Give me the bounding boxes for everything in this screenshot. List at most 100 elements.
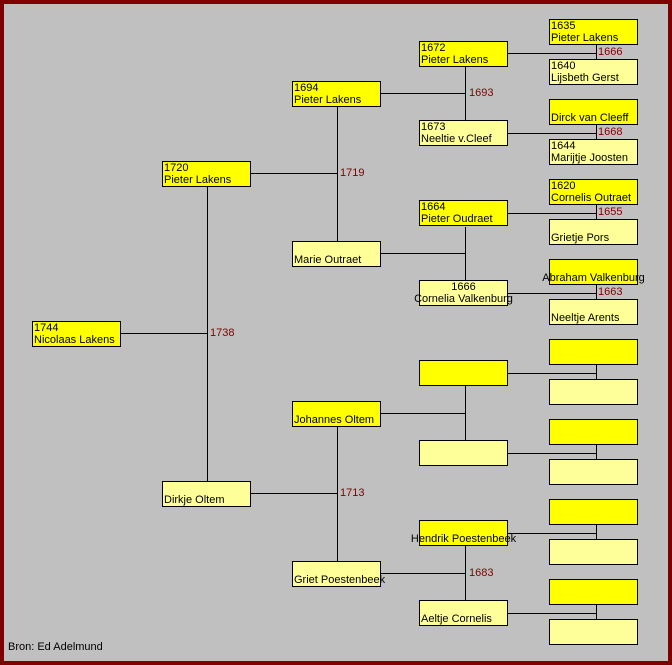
person-birth-year — [550, 540, 637, 552]
person-name: Neeltje Arents — [551, 312, 620, 324]
marriage-year: 1693 — [469, 87, 494, 99]
person-birth-year — [293, 562, 380, 574]
person-birth-year — [420, 601, 507, 613]
person-birth-year: 1694 — [294, 82, 319, 94]
person-name: Cornelis Outraet — [551, 192, 632, 204]
person-birth-year: 1672 — [421, 42, 446, 54]
source-credit: Bron: Ed Adelmund — [8, 641, 103, 653]
person-birth-year: 1744 — [34, 322, 59, 334]
person-name: Pieter Lakens — [164, 174, 232, 186]
person-name: Pieter Oudraet — [421, 213, 493, 225]
marriage-year: 1668 — [598, 126, 623, 138]
person-birth-year — [550, 420, 637, 432]
person-birth-year — [420, 441, 507, 453]
person-birth-year — [530, 260, 657, 272]
person-name — [420, 453, 507, 465]
person-name — [550, 352, 637, 364]
person-birth-year — [163, 482, 250, 494]
person-name: Neeltie v.Cleef — [421, 133, 492, 145]
person-name: Pieter Lakens — [294, 94, 362, 106]
person-birth-year — [550, 220, 637, 232]
person-birth-year: 1644 — [551, 140, 576, 152]
person-birth-year — [400, 521, 527, 533]
person-birth-year — [550, 580, 637, 592]
person-birth-year — [550, 340, 637, 352]
person-birth-year: 1640 — [551, 60, 576, 72]
person-box-male[interactable] — [549, 499, 638, 525]
person-box-male[interactable]: Hendrik Poestenbeek — [411, 520, 516, 546]
person-box-female[interactable]: Dirkje Oltem — [162, 481, 251, 507]
person-birth-year — [420, 361, 507, 373]
person-name: Griet Poestenbeek — [294, 574, 386, 586]
person-birth-year — [550, 460, 637, 472]
person-name: Pieter Lakens — [421, 54, 489, 66]
person-box-female[interactable] — [419, 440, 508, 466]
person-name: Lijsbeth Gerst — [551, 72, 619, 84]
person-birth-year — [293, 242, 380, 254]
person-box-female[interactable]: Neeltje Arents — [549, 299, 638, 325]
marriage-year: 1738 — [210, 327, 235, 339]
person-name: Nicolaas Lakens — [34, 334, 115, 346]
person-name — [550, 432, 637, 444]
person-box-female[interactable]: Griet Poestenbeek — [292, 561, 386, 587]
person-name — [550, 632, 637, 644]
person-box-female[interactable] — [549, 459, 638, 485]
person-box-male[interactable]: Dirck van Cleeff — [549, 99, 638, 125]
person-box-female[interactable]: Marie Outraet — [292, 241, 381, 267]
person-name: Pieter Lakens — [551, 32, 619, 44]
marriage-year: 1683 — [469, 567, 494, 579]
person-box-male[interactable]: Abraham Valkenburg — [542, 259, 645, 285]
marriage-year: 1655 — [598, 206, 623, 218]
person-birth-year: 1666 — [451, 281, 476, 293]
person-name: Hendrik Poestenbeek — [410, 533, 517, 545]
person-box-male[interactable] — [549, 579, 638, 605]
person-birth-year: 1673 — [421, 121, 446, 133]
person-box-female[interactable] — [549, 379, 638, 405]
person-box-male[interactable]: Johannes Oltem — [292, 401, 381, 427]
person-birth-year — [550, 300, 637, 312]
person-box-male[interactable] — [549, 419, 638, 445]
person-birth-year — [293, 402, 380, 414]
person-name: Grietje Pors — [551, 232, 610, 244]
marriage-year: 1666 — [598, 46, 623, 58]
person-name — [550, 512, 637, 524]
person-birth-year: 1664 — [421, 201, 446, 213]
marriage-year: 1663 — [598, 286, 623, 298]
person-birth-year — [550, 380, 637, 392]
person-name — [420, 373, 507, 385]
person-name — [550, 472, 637, 484]
person-name — [550, 592, 637, 604]
person-birth-year: 1635 — [551, 20, 576, 32]
person-name: Marijtje Joosten — [551, 152, 629, 164]
person-name: Aeltje Cornelis — [421, 613, 492, 625]
person-name: Dirkje Oltem — [164, 494, 225, 506]
person-name — [550, 392, 637, 404]
person-box-male[interactable] — [549, 339, 638, 365]
person-birth-year — [550, 100, 637, 112]
person-name — [550, 552, 637, 564]
person-box-male[interactable] — [419, 360, 508, 386]
person-birth-year — [550, 500, 637, 512]
person-name: Cornelia Valkenburg — [414, 293, 513, 305]
person-box-female[interactable] — [549, 539, 638, 565]
person-name: Abraham Valkenburg — [542, 272, 645, 284]
person-box-female[interactable]: Grietje Pors — [549, 219, 638, 245]
person-birth-year: 1620 — [551, 180, 576, 192]
marriage-year: 1713 — [340, 487, 365, 499]
marriage-year: 1719 — [340, 167, 365, 179]
person-box-female[interactable] — [549, 619, 638, 645]
person-box-female[interactable]: Aeltje Cornelis — [419, 600, 508, 626]
person-name: Dirck van Cleeff — [551, 112, 629, 124]
